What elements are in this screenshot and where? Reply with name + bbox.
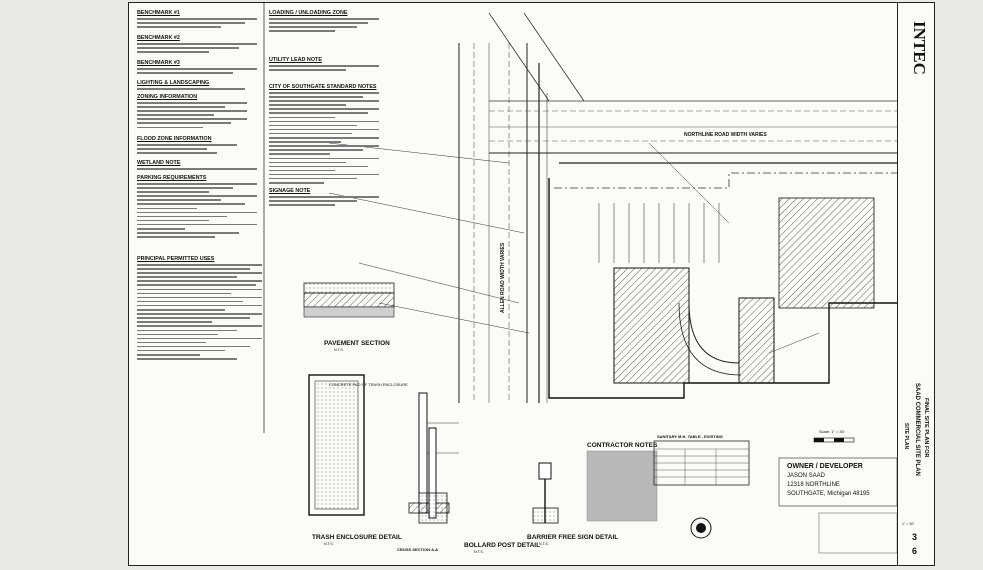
wetland-heading: WETLAND NOTE xyxy=(137,160,181,166)
utility-text xyxy=(269,65,379,73)
southgate-text xyxy=(269,92,379,186)
signage-text xyxy=(269,196,379,208)
owner-heading: OWNER / DEVELOPER xyxy=(787,463,863,470)
owner-city: SOUTHGATE, Michigan 48195 xyxy=(787,491,870,497)
benchmark3-text xyxy=(137,68,257,76)
cross-section-title: CROSS SECTION A-A xyxy=(397,547,439,552)
benchmark2-text xyxy=(137,43,257,55)
owner-address: 12318 NORTHLINE xyxy=(787,482,840,488)
trash-nts: N.T.S. xyxy=(324,542,334,546)
trash-pad-label: CONCRETE PAD OF TRASH ENCLOSURE xyxy=(329,382,408,387)
parking-text xyxy=(137,183,257,240)
utility-heading: UTILITY LEAD NOTE xyxy=(269,57,322,63)
bollard-nts: N.T.S. xyxy=(474,550,484,554)
parking-heading: PARKING REQUIREMENTS xyxy=(137,175,207,181)
bollard-post-detail-title: BOLLARD POST DETAIL xyxy=(464,542,541,549)
trash-enclosure-detail-title: TRASH ENCLOSURE DETAIL xyxy=(312,534,402,541)
lighting-text xyxy=(137,88,257,92)
allen-road-label: ALLEN ROAD WIDTH VARIES xyxy=(500,242,506,313)
zoning-text xyxy=(137,102,247,131)
barrier-free-sign-title: BARRIER FREE SIGN DETAIL xyxy=(527,534,619,541)
owner-name: JASON SAAD xyxy=(787,473,826,479)
title-scale: 1" = 30' xyxy=(902,522,915,526)
loading-text xyxy=(269,18,379,34)
pavement-nts: N.T.S. xyxy=(334,348,344,352)
benchmark1-text xyxy=(137,18,257,30)
barrier-nts: N.T.S. xyxy=(539,542,549,546)
southgate-heading: CITY OF SOUTHGATE STANDARD NOTES xyxy=(269,84,377,90)
plan-title: FINAL SITE PLAN FOR xyxy=(923,398,929,458)
northline-road-label: NORTHLINE ROAD WIDTH VARIES xyxy=(684,132,767,138)
sheet-total: 6 xyxy=(912,546,918,556)
benchmark3-heading: BENCHMARK #3 xyxy=(137,60,180,66)
wetland-text xyxy=(137,168,257,172)
signage-heading: SIGNAGE NOTE xyxy=(269,188,311,194)
loading-heading: LOADING / UNLOADING ZONE xyxy=(269,10,348,16)
sheet-title: SITE PLAN xyxy=(903,423,909,450)
benchmark2-heading: BENCHMARK #2 xyxy=(137,35,180,41)
title-block: INTEC FINAL SITE PLAN FOR SAAD COMMERCIA… xyxy=(897,3,934,565)
zoning-heading: ZONING INFORMATION xyxy=(137,94,198,100)
drawing-sheet: BENCHMARK #1 BENCHMARK #2 BENCHMARK #3 L… xyxy=(128,2,935,566)
contractor-notes-title: CONTRACTOR NOTES xyxy=(587,442,658,449)
site-plan-linework xyxy=(263,3,898,554)
permitted-uses-text xyxy=(137,264,262,362)
lighting-heading: LIGHTING & LANDSCAPING xyxy=(137,80,210,86)
sanitary-table-title: SANITARY M.H. TABLE - EXISTING xyxy=(657,434,723,439)
benchmark1-heading: BENCHMARK #1 xyxy=(137,10,180,16)
scale-label: Scale: 1" = 30' xyxy=(819,429,845,434)
project-name: SAAD COMMERCIAL SITE PLAN xyxy=(914,383,920,476)
flood-heading: FLOOD ZONE INFORMATION xyxy=(137,136,212,142)
sheet-number: 3 xyxy=(912,532,918,542)
flood-text xyxy=(137,144,237,156)
pavement-section-title: PAVEMENT SECTION xyxy=(324,340,390,347)
firm-logo: INTEC xyxy=(910,21,929,75)
permitted-uses-heading: PRINCIPAL PERMITTED USES xyxy=(137,256,215,262)
